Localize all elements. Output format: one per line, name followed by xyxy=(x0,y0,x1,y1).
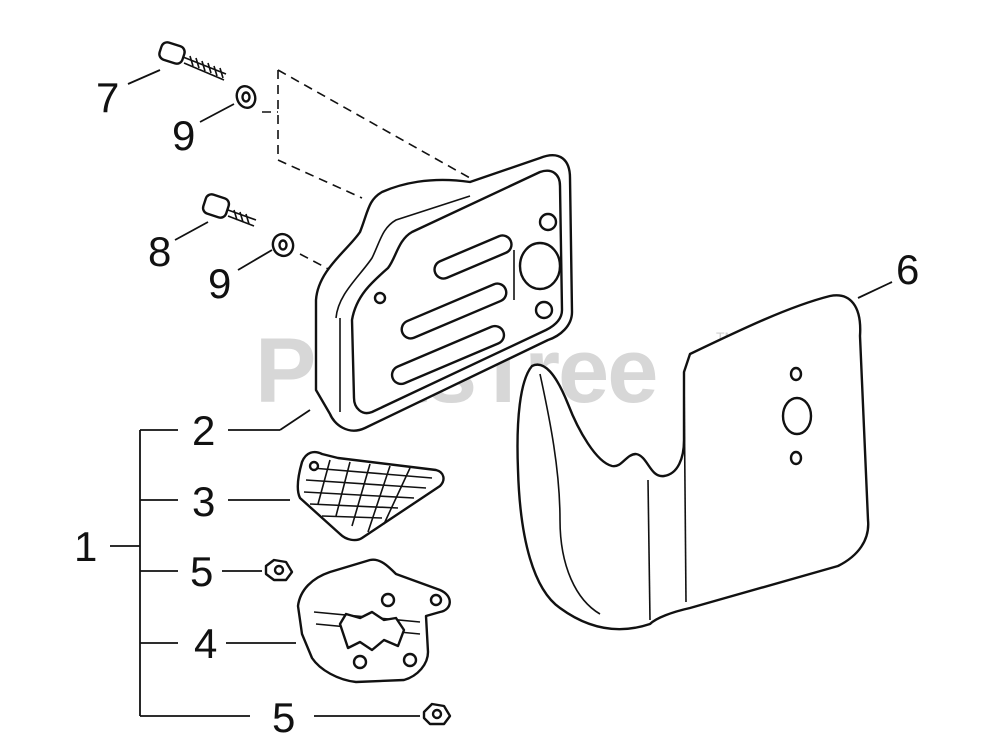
label-8: 8 xyxy=(148,228,171,275)
washer-9-middle xyxy=(271,232,295,258)
label-6: 6 xyxy=(896,246,919,293)
spark-screen-3 xyxy=(296,450,445,542)
assembly-bracket xyxy=(110,429,250,717)
screw-8 xyxy=(201,193,257,227)
label-4: 4 xyxy=(194,620,217,667)
label-5-bottom: 5 xyxy=(272,694,295,738)
washer-9-top xyxy=(235,85,257,109)
nut-5-middle xyxy=(264,558,294,582)
label-3: 3 xyxy=(192,478,215,525)
muffler-bracket-4 xyxy=(296,558,451,684)
callout-labels: 7 9 8 9 2 3 1 5 4 5 6 xyxy=(74,74,919,738)
heat-shield-6 xyxy=(516,294,870,631)
leader-lines xyxy=(127,69,893,717)
label-1: 1 xyxy=(74,523,97,570)
label-5-middle: 5 xyxy=(190,548,213,595)
label-2: 2 xyxy=(192,407,215,454)
muffler-body-2 xyxy=(314,154,574,432)
label-7: 7 xyxy=(96,74,119,121)
label-9-top: 9 xyxy=(172,112,195,159)
screw-7 xyxy=(158,41,227,81)
label-9-middle: 9 xyxy=(208,260,231,307)
nut-5-bottom xyxy=(422,702,452,726)
